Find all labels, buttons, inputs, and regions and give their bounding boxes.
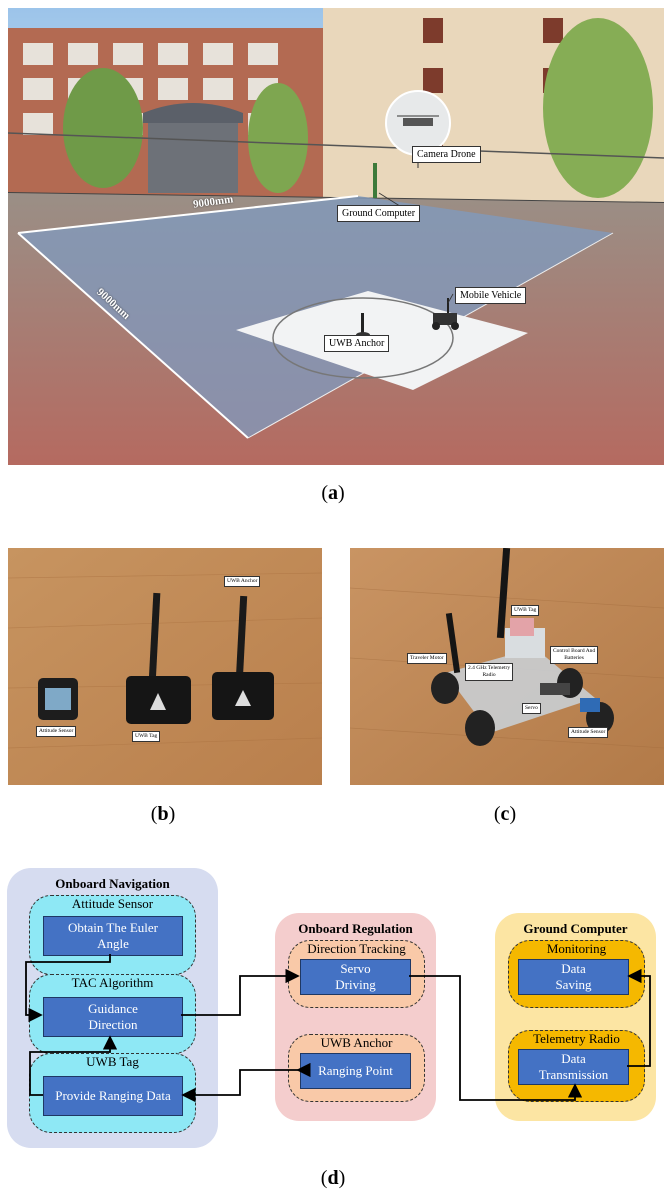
- guidance-to-servo-arrow: [181, 968, 300, 1016]
- attitude-sensor-title: Attitude Sensor: [71, 896, 154, 911]
- panel-b-label: (b): [150, 803, 176, 825]
- callout-c-servo: Servo: [522, 703, 541, 714]
- callout-ground-computer: Ground Computer: [337, 205, 421, 222]
- callout-c-telemetry-radio: 2.4 GHz Telemetry Radio: [465, 663, 514, 681]
- guidance-direction-box: Guidance Direction: [43, 997, 183, 1037]
- uwb-tag-title: UWB Tag: [86, 1054, 139, 1069]
- data-transmission-box: Data Transmission: [518, 1049, 629, 1085]
- monitoring-title: Monitoring: [546, 941, 607, 956]
- callout-c-telemetry-line1: 2.4 GHz Telemetry: [468, 665, 511, 671]
- callout-b-uwb-anchor: UWB Anchor: [224, 576, 261, 587]
- telemetry-radio-title: Telemetry Radio: [533, 1031, 620, 1046]
- data-saving-box: Data Saving: [518, 959, 629, 995]
- panel-d-label: (d): [320, 1167, 346, 1189]
- sensors-illustration: [8, 548, 322, 785]
- servo-to-transmission-arrow: [409, 975, 583, 1101]
- callout-camera-drone: Camera Drone: [412, 146, 481, 163]
- euler-to-guidance-arrow: [25, 954, 111, 1023]
- callout-c-control-board: Control Board And Batteries: [550, 646, 599, 664]
- direction-tracking-title: Direction Tracking: [307, 941, 406, 956]
- anchor-tag-ranging-arrow: [181, 1062, 311, 1103]
- tac-algorithm-title: TAC Algorithm: [71, 975, 154, 990]
- onboard-navigation-title: Onboard Navigation: [55, 876, 170, 891]
- callout-b-attitude-sensor: Attitude Sensor: [36, 726, 77, 737]
- callout-c-telemetry-line2: Radio: [482, 672, 496, 678]
- onboard-regulation-title: Onboard Regulation: [298, 921, 413, 936]
- panel-b-photo: UWB Anchor Attitude Sensor UWB Tag: [8, 548, 322, 785]
- callout-uwb-anchor: UWB Anchor: [324, 335, 390, 352]
- callout-c-traveler-motor: Traveler Motor: [407, 653, 447, 664]
- panel-c-label: (c): [493, 803, 517, 825]
- servo-driving-box: Servo Driving: [300, 959, 411, 995]
- transmission-to-saving-arrow: [627, 968, 651, 1067]
- callout-mobile-vehicle: Mobile Vehicle: [455, 287, 527, 304]
- ranging-point-box: Ranging Point: [300, 1053, 411, 1089]
- panel-a-label: (a): [321, 482, 345, 504]
- panel-c-photo: UWB Tag Traveler Motor Control Board And…: [350, 548, 664, 785]
- callout-c-control-board-line1: Control Board And: [553, 648, 596, 654]
- ground-computer-title: Ground Computer: [523, 921, 628, 936]
- callout-c-uwb-tag: UWB Tag: [511, 605, 540, 616]
- uwb-anchor-title: UWB Anchor: [320, 1035, 393, 1050]
- obtain-euler-angle-box: Obtain The Euler Angle: [43, 916, 183, 956]
- panel-a-photo: Camera Drone Ground Computer Mobile Vehi…: [8, 8, 664, 465]
- callout-c-attitude-sensor: Attitude Sensor: [568, 727, 609, 738]
- provide-ranging-data-box: Provide Ranging Data: [43, 1076, 183, 1116]
- ranging-to-guidance-arrow: [29, 1035, 118, 1096]
- callout-b-uwb-tag: UWB Tag: [132, 731, 161, 742]
- field-scene-illustration: [8, 8, 664, 465]
- callout-c-control-board-line2: Batteries: [564, 655, 584, 661]
